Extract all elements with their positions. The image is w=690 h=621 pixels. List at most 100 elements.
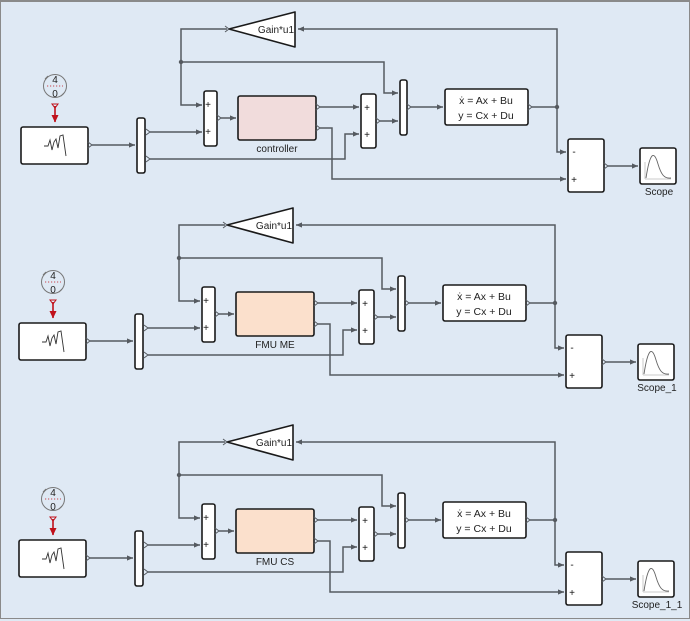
scope-block[interactable]: Scope_1_1 xyxy=(632,560,683,611)
output-port xyxy=(214,527,220,535)
controller-block[interactable]: FMU CS xyxy=(235,508,319,568)
wire-feedback-to-subtract[interactable] xyxy=(554,303,564,351)
wire-feedback-to-gain[interactable] xyxy=(296,439,556,520)
wire-feedback-to-subtract[interactable] xyxy=(556,107,566,155)
demux-block[interactable] xyxy=(134,530,149,587)
output-port xyxy=(404,516,410,524)
trigger-port xyxy=(51,103,59,109)
counter-icon[interactable]: 40 xyxy=(41,487,65,514)
subtract-block[interactable]: -+ xyxy=(565,551,607,606)
sum-outer-block[interactable]: ++ xyxy=(360,93,381,149)
subtract-body[interactable] xyxy=(565,334,603,389)
state-equation: ẋ = Ax + Bu xyxy=(459,95,513,107)
controller-body[interactable] xyxy=(235,508,315,554)
state-space-body[interactable] xyxy=(444,88,529,126)
scope-body[interactable] xyxy=(637,560,675,598)
output-port xyxy=(216,114,222,122)
subtract-block[interactable]: -+ xyxy=(565,334,607,389)
signal-builder-body[interactable] xyxy=(18,322,87,361)
gain-block[interactable]: Gain*u1 xyxy=(224,11,296,48)
wire-branch-to-mux[interactable] xyxy=(179,474,396,509)
state-space-body[interactable] xyxy=(442,284,527,322)
wire-demux-to-sum-outer[interactable] xyxy=(148,544,357,573)
sum-block[interactable]: ++ xyxy=(203,90,222,147)
mux-block[interactable] xyxy=(399,79,412,136)
sum-outer-sign: + xyxy=(362,326,368,337)
output-equation: y = Cx + Du xyxy=(458,110,514,122)
output-port xyxy=(404,299,410,307)
wire-feedback-to-gain[interactable] xyxy=(296,222,556,303)
signal-builder-block[interactable] xyxy=(18,322,91,361)
demux-block[interactable] xyxy=(136,117,151,174)
subtract-block[interactable]: -+ xyxy=(567,138,609,193)
wire-controller-to-subtract[interactable] xyxy=(318,540,564,595)
sum-outer-body[interactable] xyxy=(358,506,375,562)
state-space-block[interactable]: ẋ = Ax + Buy = Cx + Du xyxy=(442,501,531,539)
demux-body[interactable] xyxy=(134,530,144,587)
mux-body[interactable] xyxy=(397,275,406,332)
mux-block[interactable] xyxy=(397,275,410,332)
waveform-icon xyxy=(44,134,67,157)
wire-feedback-to-gain[interactable] xyxy=(298,26,558,107)
scope-body[interactable] xyxy=(639,147,677,185)
gain-output-port xyxy=(224,25,230,33)
sum-outer-body[interactable] xyxy=(360,93,377,149)
sum-body[interactable] xyxy=(201,503,216,560)
controller-body[interactable] xyxy=(235,291,315,337)
scope-body[interactable] xyxy=(637,343,675,381)
counter-icon[interactable]: 40 xyxy=(43,74,67,101)
gain-body[interactable] xyxy=(228,11,296,48)
subtract-body[interactable] xyxy=(565,551,603,606)
wire-branch-to-mux[interactable] xyxy=(179,257,396,292)
state-space-block[interactable]: ẋ = Ax + Buy = Cx + Du xyxy=(442,284,531,322)
wire-gain-to-sum[interactable] xyxy=(178,224,225,304)
scope-block[interactable]: Scope_1 xyxy=(637,343,677,394)
signal-builder-block[interactable] xyxy=(20,126,93,165)
scope-block[interactable]: Scope xyxy=(639,147,677,198)
demux-block[interactable] xyxy=(134,313,149,370)
sum-block[interactable]: ++ xyxy=(201,286,220,343)
state-space-body[interactable] xyxy=(442,501,527,539)
gain-body[interactable] xyxy=(226,424,294,461)
wire-controller-to-subtract[interactable] xyxy=(318,323,564,378)
gain-label: Gain*u1 xyxy=(256,438,293,449)
controller-block[interactable]: FMU ME xyxy=(235,291,319,351)
mux-body[interactable] xyxy=(399,79,408,136)
wire-gain-to-sum[interactable] xyxy=(178,441,225,521)
demux-body[interactable] xyxy=(136,117,146,174)
controller-body[interactable] xyxy=(237,95,317,141)
subtract-sign: + xyxy=(569,588,575,599)
sum-block[interactable]: ++ xyxy=(201,503,220,560)
output-port xyxy=(525,516,531,524)
wire-controller-to-subtract[interactable] xyxy=(320,127,566,182)
state-equation: ẋ = Ax + Bu xyxy=(457,508,511,520)
wire-branch-to-mux[interactable] xyxy=(181,61,398,96)
wire-feedback-to-subtract[interactable] xyxy=(554,520,564,568)
signal-builder-block[interactable] xyxy=(18,539,91,578)
counter-icon[interactable]: 40 xyxy=(41,270,65,297)
sum-body[interactable] xyxy=(201,286,216,343)
controller-block[interactable]: controller xyxy=(237,95,321,155)
sum-outer-body[interactable] xyxy=(358,289,375,345)
subtract-body[interactable] xyxy=(567,138,605,193)
counter-arrows xyxy=(42,271,63,293)
sum-outer-block[interactable]: ++ xyxy=(358,506,379,562)
gain-block[interactable]: Gain*u1 xyxy=(222,424,294,461)
wire-demux-to-sum-outer[interactable] xyxy=(150,131,359,160)
wire-demux-to-sum-outer[interactable] xyxy=(148,327,357,356)
mux-body[interactable] xyxy=(397,492,406,549)
scope-label: Scope_1 xyxy=(637,383,677,394)
sum-body[interactable] xyxy=(203,90,218,147)
wire-gain-to-sum[interactable] xyxy=(180,28,227,108)
scope-label: Scope xyxy=(645,187,674,198)
gain-body[interactable] xyxy=(226,207,294,244)
output-port xyxy=(525,299,531,307)
gain-block[interactable]: Gain*u1 xyxy=(222,207,294,244)
state-space-block[interactable]: ẋ = Ax + Bu y = Cx + Du xyxy=(444,88,533,126)
signal-builder-body[interactable] xyxy=(20,126,89,165)
signal-builder-body[interactable] xyxy=(18,539,87,578)
demux-body[interactable] xyxy=(134,313,144,370)
mux-block[interactable] xyxy=(397,492,410,549)
sum-outer-block[interactable]: ++ xyxy=(358,289,379,345)
